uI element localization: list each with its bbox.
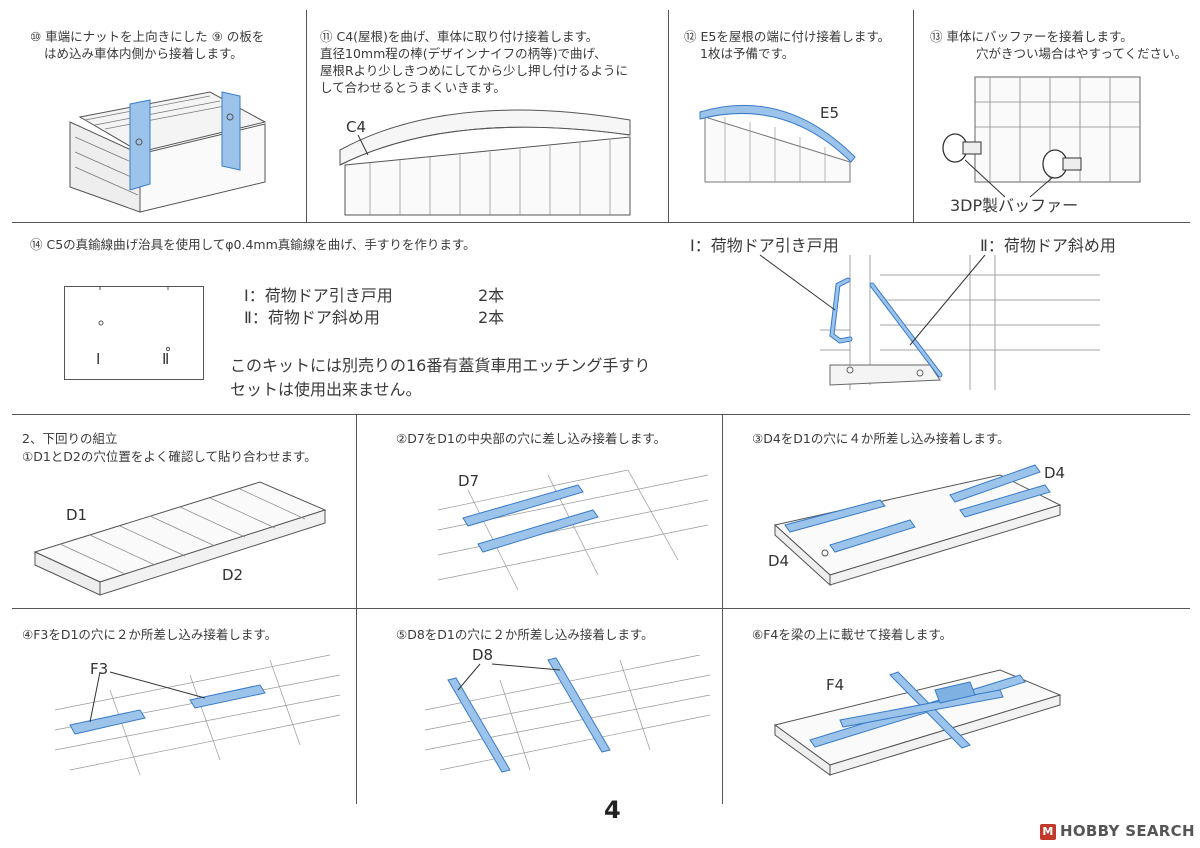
step14-row1-qty: 2本 — [478, 286, 505, 305]
step14-callout-2: Ⅱ：荷物ドア斜め用 — [980, 236, 1116, 255]
step3-label-d4-a: D4 — [1044, 464, 1066, 482]
step14-note-1: このキットには別売りの16番有蓋貨車用エッチング手すり — [230, 356, 651, 375]
step4-label-f3: F3 — [90, 660, 109, 678]
step14-jig-drawing — [64, 286, 204, 380]
step1-frame-illustration — [33, 481, 327, 596]
step6-f4-illustration — [773, 669, 1062, 776]
step14-handrail-illustration — [759, 254, 1100, 390]
divider-v-top2 — [668, 10, 669, 222]
step14-note-2: セットは使用出来ません。 — [230, 380, 422, 399]
step3-d4-illustration — [773, 464, 1062, 587]
step14-callout-1: Ⅰ：荷物ドア引き戸用 — [690, 236, 839, 255]
step14-row2-name: Ⅱ：荷物ドア斜め用 — [244, 308, 380, 327]
step11-text-1: ⑪ C4(屋根)を曲げ、車体に取り付け接着します。 — [320, 29, 599, 44]
divider-h3 — [12, 608, 1190, 609]
step11-text-3: 屋根Rより少しきつめにしてから少し押し付けるように — [320, 63, 629, 78]
step2-text: ②D7をD1の中央部の穴に差し込み接着します。 — [396, 431, 667, 446]
step6-label-f4: F4 — [826, 676, 845, 694]
step5-d8-illustration — [424, 654, 711, 773]
step13-text-2: 穴がきつい場合はやすってください。 — [976, 46, 1188, 61]
step10-car-body-illustration — [69, 91, 267, 213]
divider-v-top3 — [913, 10, 914, 222]
divider-h1 — [12, 222, 1190, 223]
brand-logo-icon: M — [1040, 823, 1056, 840]
step11-label-c4: C4 — [346, 118, 367, 136]
step4-text: ④F3をD1の穴に２か所差し込み接着します。 — [22, 627, 278, 642]
step13-label-buffer: 3DP製バッファー — [950, 196, 1079, 215]
step11-text-4: して合わせるとうまくいきます。 — [320, 80, 506, 95]
step14-title: ⑭ C5の真鍮線曲げ治具を使用してφ0.4mm真鍮線を曲げ、手すりを作ります。 — [30, 237, 476, 252]
page-number: 4 — [604, 796, 621, 824]
divider-h2 — [12, 414, 1190, 415]
step12-label-e5: E5 — [820, 104, 840, 122]
brand-name: HOBBY SEARCH — [1060, 822, 1195, 840]
step5-label-d8: D8 — [472, 646, 494, 664]
step12-roof-end-illustration — [699, 104, 856, 183]
divider-v-bot2 — [722, 414, 723, 804]
step13-buffer-illustration — [942, 76, 1141, 198]
step1-label-d1: D1 — [66, 506, 88, 524]
step2-d7-illustration — [437, 469, 709, 591]
step12-text-1: ⑫ E5を屋根の端に付け接着します。 — [684, 29, 891, 44]
step4-f3-illustration — [54, 654, 341, 776]
step3-label-d4-b: D4 — [768, 552, 790, 570]
step11-roof-illustration — [339, 109, 631, 216]
section2-step1-text: ①D1とD2の穴位置をよく確認して貼り合わせます。 — [22, 449, 317, 464]
step14-jig-mark-2: Ⅱ — [162, 350, 170, 368]
step13-text-1: ⑬ 車体にバッファーを接着します。 — [930, 29, 1133, 44]
step12-text-2: 1枚は予備です。 — [700, 46, 795, 61]
step2-label-d7: D7 — [458, 472, 480, 490]
section2-title: 2、下回りの組立 — [22, 431, 118, 446]
divider-v-bot1 — [356, 414, 357, 804]
step14-jig-mark-1: Ⅰ — [96, 350, 101, 368]
step11-text-2: 直径10mm程の棒(デザインナイフの柄等)で曲げ、 — [320, 46, 607, 61]
divider-v-top1 — [306, 10, 307, 222]
step1-label-d2: D2 — [222, 566, 244, 584]
step10-text-1: ⑩ 車端にナットを上向きにした ⑨ の板を — [30, 29, 265, 44]
step6-text: ⑥F4を梁の上に載せて接着します。 — [752, 627, 953, 642]
step14-row1-name: Ⅰ：荷物ドア引き戸用 — [244, 286, 393, 305]
step5-text: ⑤D8をD1の穴に２か所差し込み接着します。 — [396, 627, 654, 642]
step3-text: ③D4をD1の穴に４か所差し込み接着します。 — [752, 431, 1010, 446]
step10-text-2: はめ込み車体内側から接着します。 — [44, 46, 243, 61]
step14-row2-qty: 2本 — [478, 308, 505, 327]
